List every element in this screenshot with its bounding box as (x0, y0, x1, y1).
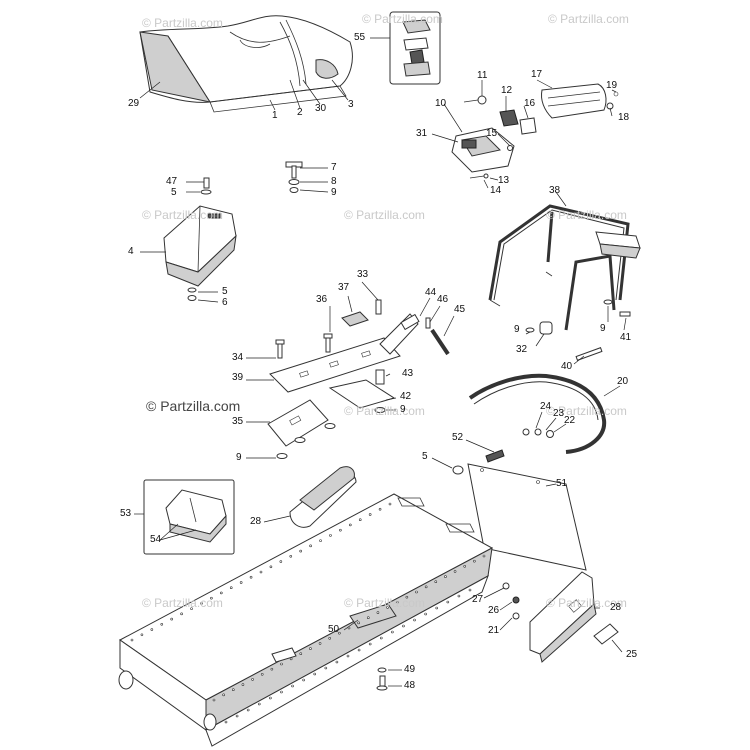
callout-54[interactable]: 54 (150, 534, 162, 545)
mud-flap-51[interactable] (431, 439, 587, 571)
callout-9[interactable]: 9 (331, 187, 337, 198)
callout-41[interactable]: 41 (620, 332, 632, 343)
watermark: © Partzilla.com (142, 596, 223, 610)
callout-29[interactable]: 29 (128, 98, 140, 109)
seat-leaders (139, 79, 349, 111)
callout-49[interactable]: 49 (404, 664, 416, 675)
grab-handle-20[interactable] (468, 373, 621, 454)
watermark: © Partzilla.com (546, 596, 627, 610)
callout-53[interactable]: 53 (120, 508, 132, 519)
callout-52[interactable]: 52 (452, 432, 464, 443)
rack-hardware[interactable] (525, 299, 631, 365)
tunnel-frame[interactable] (118, 493, 494, 747)
callout-15[interactable]: 15 (486, 128, 498, 139)
callout-32[interactable]: 32 (516, 344, 528, 355)
watermark: © Partzilla.com (344, 596, 425, 610)
watermark: © Partzilla.com (546, 208, 627, 222)
callout-36[interactable]: 36 (316, 294, 328, 305)
tail-light-group[interactable] (451, 83, 619, 179)
callout-1[interactable]: 1 (272, 110, 278, 121)
luggage-rack-38[interactable] (488, 191, 641, 331)
watermark-main: © Partzilla.com (146, 398, 241, 414)
callout-37[interactable]: 37 (338, 282, 350, 293)
watermark: © Partzilla.com (142, 208, 223, 222)
callout-5[interactable]: 5 (222, 286, 228, 297)
callout-22[interactable]: 22 (564, 415, 576, 426)
tail-light-leaders (431, 79, 617, 189)
callout-17[interactable]: 17 (531, 69, 543, 80)
callout-55[interactable]: 55 (354, 32, 366, 43)
callout-6[interactable]: 6 (222, 297, 228, 308)
callout-21[interactable]: 21 (488, 625, 500, 636)
callout-43[interactable]: 43 (402, 368, 414, 379)
watermark: © Partzilla.com (362, 12, 443, 26)
callout-5[interactable]: 5 (171, 187, 177, 198)
callout-19[interactable]: 19 (606, 80, 618, 91)
callout-44[interactable]: 44 (425, 287, 437, 298)
callout-8[interactable]: 8 (331, 176, 337, 187)
callout-46[interactable]: 46 (437, 294, 449, 305)
tunnel-guard-28-upper[interactable] (263, 466, 357, 528)
callout-48[interactable]: 48 (404, 680, 416, 691)
callout-45[interactable]: 45 (454, 304, 466, 315)
callout-16[interactable]: 16 (524, 98, 536, 109)
plate-leaders (246, 281, 455, 459)
callout-31[interactable]: 31 (416, 128, 428, 139)
callout-47[interactable]: 47 (166, 176, 178, 187)
part-53-box[interactable] (134, 479, 235, 555)
callout-20[interactable]: 20 (617, 376, 629, 387)
callout-9[interactable]: 9 (400, 404, 406, 415)
callout-5[interactable]: 5 (422, 451, 428, 462)
watermark: © Partzilla.com (548, 12, 629, 26)
callout-34[interactable]: 34 (232, 352, 244, 363)
callout-10[interactable]: 10 (435, 98, 447, 109)
watermark: © Partzilla.com (344, 208, 425, 222)
callout-12[interactable]: 12 (501, 85, 513, 96)
tunnel-guard-28-lower[interactable] (483, 571, 623, 663)
callout-18[interactable]: 18 (618, 112, 630, 123)
callout-11[interactable]: 11 (477, 70, 488, 81)
callout-23[interactable]: 23 (553, 408, 565, 419)
watermark: © Partzilla.com (546, 404, 627, 418)
fasteners-48-49[interactable] (376, 667, 402, 691)
callout-33[interactable]: 33 (357, 269, 369, 280)
callout-2[interactable]: 2 (297, 107, 303, 118)
mounting-plate-39[interactable] (269, 299, 450, 393)
tunnel-holes (130, 502, 486, 724)
callout-9[interactable]: 9 (236, 452, 242, 463)
watermark: © Partzilla.com (142, 16, 223, 30)
callout-40[interactable]: 40 (561, 361, 573, 372)
callout-28[interactable]: 28 (610, 602, 622, 613)
callout-7[interactable]: 7 (331, 162, 337, 173)
callout-4[interactable]: 4 (128, 246, 134, 257)
part-55-box[interactable] (370, 11, 441, 85)
fasteners-7-8-9[interactable] (285, 161, 329, 193)
callout-27[interactable]: 27 (472, 594, 484, 605)
watermark: © Partzilla.com (344, 404, 425, 418)
callout-9[interactable]: 9 (514, 324, 520, 335)
mounting-plate-35[interactable] (267, 399, 336, 459)
callout-42[interactable]: 42 (400, 391, 412, 402)
callout-51[interactable]: 51 (556, 478, 568, 489)
callout-39[interactable]: 39 (232, 372, 244, 383)
callout-38[interactable]: 38 (549, 185, 561, 196)
callout-14[interactable]: 14 (490, 185, 502, 196)
callout-28[interactable]: 28 (250, 516, 262, 527)
callout-30[interactable]: 30 (315, 103, 327, 114)
support-block-4[interactable] (140, 177, 237, 303)
callout-25[interactable]: 25 (626, 649, 638, 660)
callout-13[interactable]: 13 (498, 175, 510, 186)
callout-50[interactable]: 50 (328, 624, 340, 635)
bracket-42[interactable] (328, 369, 396, 413)
callout-35[interactable]: 35 (232, 416, 244, 427)
seat-assembly[interactable] (139, 15, 353, 113)
callout-26[interactable]: 26 (488, 605, 500, 616)
callout-24[interactable]: 24 (540, 401, 552, 412)
callout-3[interactable]: 3 (348, 99, 354, 110)
callout-9[interactable]: 9 (600, 323, 606, 334)
